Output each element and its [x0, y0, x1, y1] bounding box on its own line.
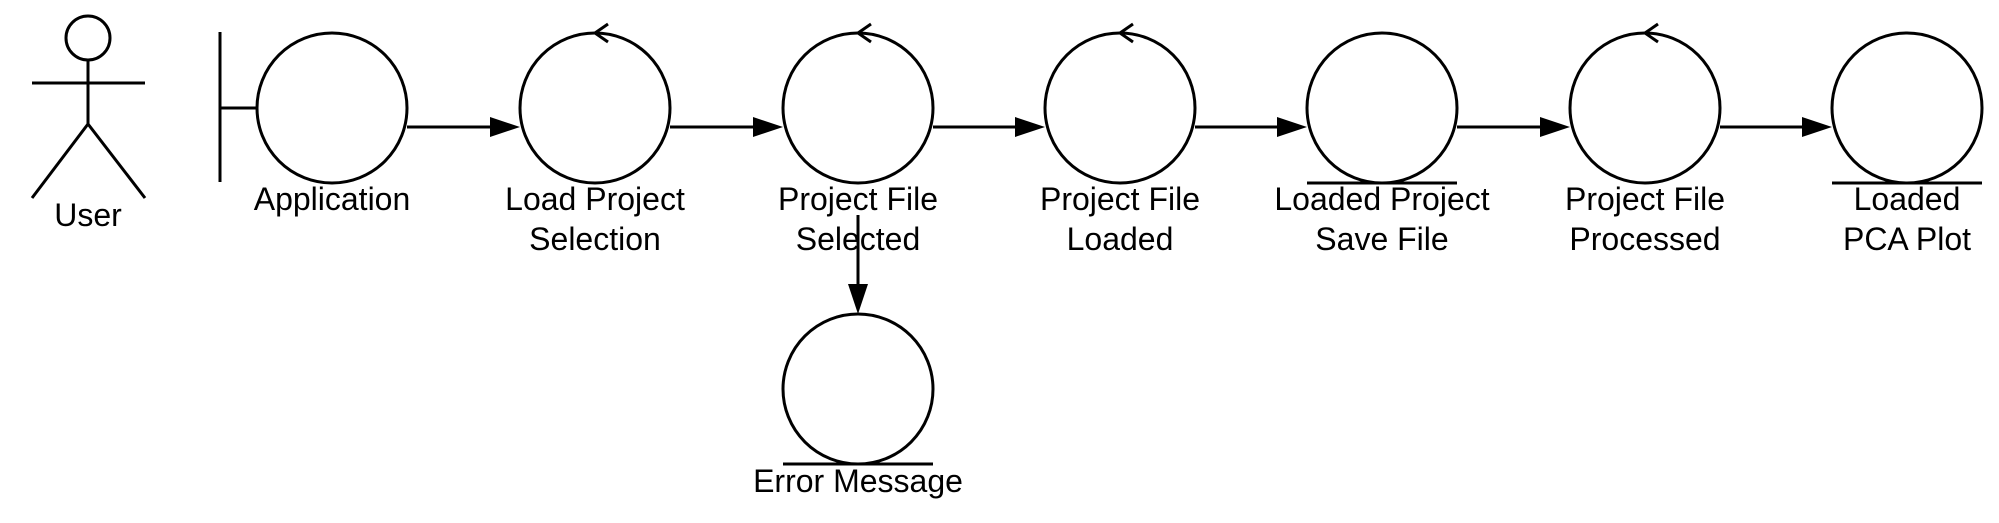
boundary-circle: [255, 31, 409, 185]
project-file-selected-label-line-1: Project File: [778, 181, 938, 217]
loaded-project-save-file-label-line-2: Save File: [1315, 221, 1448, 257]
edge-arrowhead: [490, 117, 520, 137]
project-file-processed-control-node[interactable]: Project File Processed: [1565, 22, 1725, 257]
control-arrow-icon: [592, 22, 609, 44]
actor-left-leg: [30, 123, 90, 199]
loaded-project-save-file-entity-node[interactable]: Loaded Project Save File: [1274, 31, 1490, 257]
application-label: Application: [254, 181, 411, 217]
control-arrow-icon: [1642, 22, 1659, 44]
actor-head: [64, 14, 112, 62]
control-arrow-icon: [855, 22, 872, 44]
entity-circle: [1830, 31, 1984, 185]
entity-circle: [1305, 31, 1459, 185]
actor-label: User: [54, 197, 122, 233]
application-boundary-node[interactable]: Application: [218, 31, 411, 217]
entity-circle: [781, 312, 935, 466]
loaded-pca-plot-label-line-1: Loaded: [1854, 181, 1961, 217]
control-arrow-icon: [1117, 22, 1134, 44]
project-file-loaded-label-line-1: Project File: [1040, 181, 1200, 217]
edge-project-file-selected-to-error-message: [848, 215, 868, 314]
load-project-selection-label-line-2: Selection: [529, 221, 661, 257]
loaded-pca-plot-label-line-2: PCA Plot: [1843, 221, 1971, 257]
edge-project-file-selected-to-project-file-loaded: [933, 117, 1045, 137]
control-circle: [781, 31, 935, 185]
edge-arrowhead: [1277, 117, 1307, 137]
edge-project-file-loaded-to-loaded-project-save-file: [1195, 117, 1307, 137]
edge-loaded-project-save-file-to-project-file-processed: [1457, 117, 1570, 137]
loaded-pca-plot-entity-node[interactable]: Loaded PCA Plot: [1830, 31, 1984, 257]
edge-load-project-selection-to-project-file-selected: [670, 117, 783, 137]
control-circle: [518, 31, 672, 185]
project-file-loaded-control-node[interactable]: Project File Loaded: [1040, 22, 1200, 257]
load-project-selection-control-node[interactable]: Load Project Selection: [505, 22, 685, 257]
loaded-project-save-file-label-line-1: Loaded Project: [1274, 181, 1489, 217]
load-project-selection-label-line-1: Load Project: [505, 181, 685, 217]
edge-arrowhead: [848, 284, 868, 314]
control-circle: [1043, 31, 1197, 185]
project-file-processed-label-line-1: Project File: [1565, 181, 1725, 217]
user-actor[interactable]: User: [30, 14, 147, 233]
control-circle: [1568, 31, 1722, 185]
edge-arrowhead: [1802, 117, 1832, 137]
edge-project-file-processed-to-loaded-pca-plot: [1720, 117, 1832, 137]
edge-arrowhead: [1540, 117, 1570, 137]
project-file-loaded-label-line-2: Loaded: [1067, 221, 1174, 257]
edge-arrowhead: [753, 117, 783, 137]
project-file-selected-control-node[interactable]: Project File Selected: [778, 22, 938, 257]
error-message-label: Error Message: [753, 463, 963, 499]
project-file-processed-label-line-2: Processed: [1569, 221, 1720, 257]
actor-right-leg: [86, 123, 147, 199]
edge-arrowhead: [1015, 117, 1045, 137]
error-message-entity-node[interactable]: Error Message: [753, 312, 963, 499]
edge-application-to-load-project-selection: [407, 117, 520, 137]
